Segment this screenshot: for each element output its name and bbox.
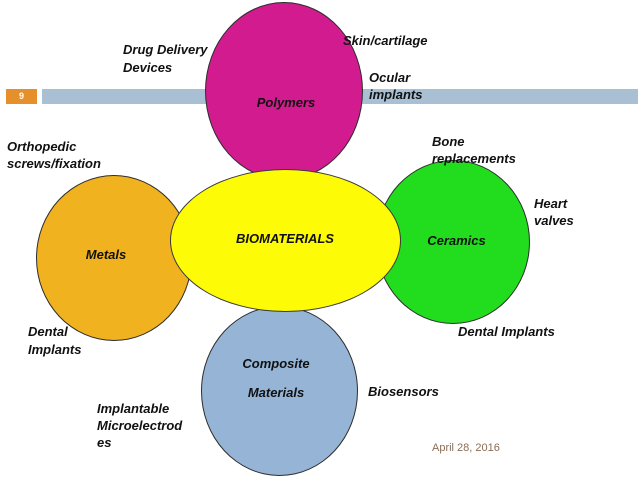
annotation-biosensors: Biosensors bbox=[368, 384, 439, 399]
annotation-bone-2: replacements bbox=[432, 151, 516, 166]
annotation-implantable-3: es bbox=[97, 435, 112, 450]
composite-label-line2: Materials bbox=[247, 385, 305, 400]
ceramics-label: Ceramics bbox=[427, 233, 486, 248]
annotation-ocular-2: implants bbox=[369, 87, 423, 102]
annotation-implantable-2: Microelectrod bbox=[97, 418, 183, 433]
annotation-heart-2: valves bbox=[534, 213, 574, 228]
annotation-orthopedic-2: screws/fixation bbox=[7, 156, 101, 171]
annotation-dental-right: Dental Implants bbox=[458, 324, 555, 339]
metals-label: Metals bbox=[85, 247, 127, 262]
biomaterials-label: BIOMATERIALS bbox=[236, 231, 334, 246]
annotation-ocular-1: Ocular bbox=[369, 70, 411, 85]
annotation-drug-delivery-1: Drug Delivery bbox=[123, 42, 208, 57]
polymers-circle bbox=[205, 2, 363, 180]
ceramics-circle bbox=[376, 160, 530, 324]
annotation-orthopedic-1: Orthopedic bbox=[7, 139, 77, 154]
slide-number: 9 bbox=[18, 91, 24, 101]
annotation-heart-1: Heart bbox=[534, 196, 568, 211]
biomaterials-ellipse bbox=[170, 169, 401, 312]
annotation-drug-delivery-2: Devices bbox=[123, 60, 173, 75]
annotation-skin-cartilage: Skin/cartilage bbox=[343, 33, 428, 48]
annotation-implantable-1: Implantable bbox=[97, 401, 170, 416]
annotation-dental-left-1: Dental bbox=[28, 324, 68, 339]
annotation-dental-left-2: Implants bbox=[28, 342, 82, 357]
annotation-bone-1: Bone bbox=[432, 134, 465, 149]
polymers-label: Polymers bbox=[256, 95, 316, 110]
slide-number-tab bbox=[6, 89, 37, 104]
composite-circle bbox=[201, 306, 358, 476]
slide-date: April 28, 2016 bbox=[432, 442, 500, 454]
composite-label-line1: Composite bbox=[242, 356, 310, 371]
